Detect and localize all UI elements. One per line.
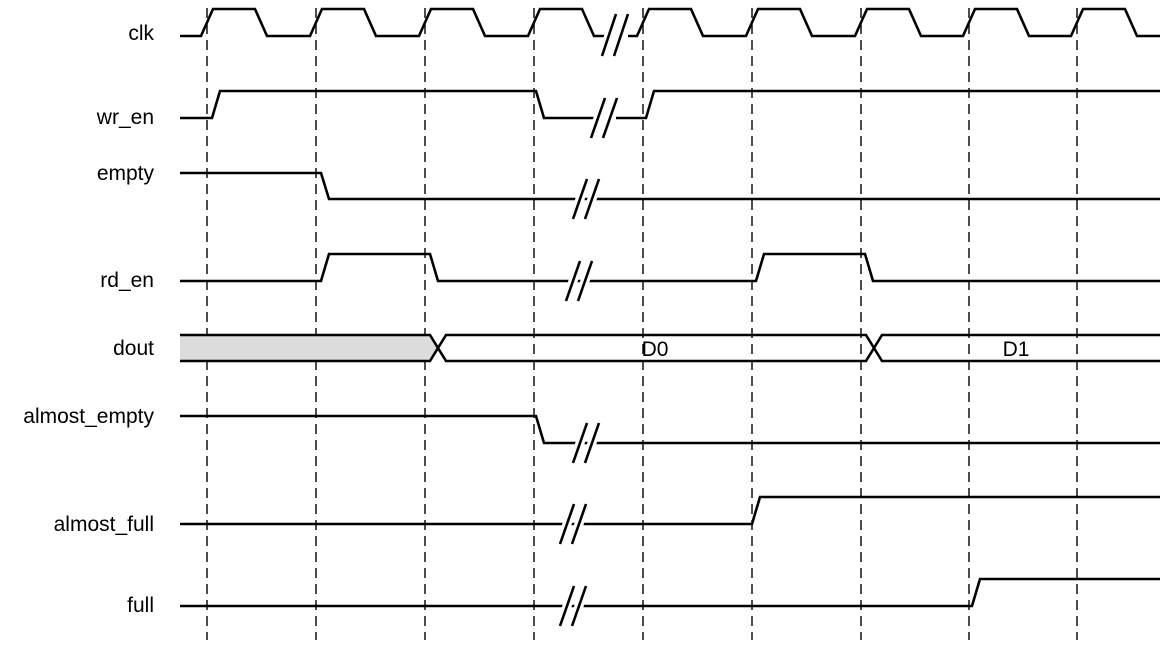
- waveform-dout: D0 D1: [180, 333, 1160, 363]
- bus-outline: [180, 333, 1160, 363]
- label-rd-en: rd_en: [100, 269, 154, 292]
- label-clk: clk: [128, 22, 154, 45]
- waveform-clk: [180, 7, 1160, 38]
- waveform-wr-en: [180, 89, 1160, 120]
- break-marker-almost-full: [555, 502, 591, 546]
- waveform-rd-en: [180, 252, 1160, 283]
- break-marker-wr-en: [586, 96, 622, 140]
- waveform-almost-empty: [180, 414, 1160, 445]
- label-almost-full: almost_full: [54, 513, 154, 536]
- break-marker-full: [555, 584, 591, 628]
- signal-labels: clk wr_en empty rd_en dout almost_empty …: [23, 22, 154, 617]
- label-full: full: [127, 594, 154, 617]
- clock-edge-guides: [206, 8, 1078, 640]
- break-marker-clk: [597, 12, 633, 58]
- time-break-markers: [555, 12, 633, 628]
- waveform-empty: [180, 171, 1160, 201]
- bus-value-d1: D1: [1003, 338, 1030, 361]
- label-empty: empty: [97, 162, 155, 185]
- label-dout: dout: [113, 337, 154, 360]
- label-almost-empty: almost_empty: [23, 405, 154, 428]
- waveform-full: [180, 577, 1160, 608]
- break-marker-empty: [568, 177, 604, 221]
- bus-segment-unknown: [180, 335, 438, 361]
- waveform-almost-full: [180, 495, 1160, 526]
- break-marker-rd-en: [561, 259, 597, 303]
- label-wr-en: wr_en: [96, 106, 154, 129]
- bus-value-d0: D0: [642, 338, 669, 361]
- break-marker-almost-empty: [568, 421, 604, 465]
